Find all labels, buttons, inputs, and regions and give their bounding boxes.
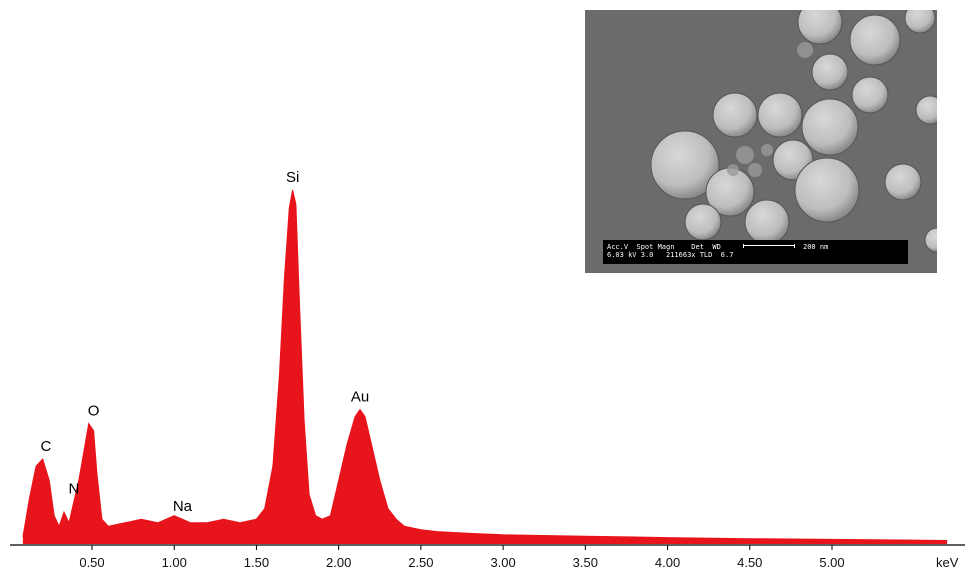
x-tick-label: 3.50 — [573, 555, 598, 570]
x-axis-ticks: 0.50 1.00 1.50 2.00 2.50 3.00 3.50 4.00 4.50 5.00 — [79, 545, 845, 570]
sem-inset-image: Acc.V Spot Magn Det WD 6.03 kV 3.0 21166… — [585, 10, 937, 273]
spectrum-line-0 — [22, 189, 948, 541]
peak-label-n: N — [68, 481, 79, 498]
peak-label-au: Au — [351, 388, 369, 405]
sem-info-line-1: Acc.V Spot Magn Det WD — [607, 243, 721, 251]
x-tick-label: 4.00 — [655, 555, 680, 570]
x-axis-unit-label: keV — [936, 555, 959, 570]
x-tick-label: 0.50 — [79, 555, 104, 570]
x-tick-label: 2.00 — [326, 555, 351, 570]
peak-label-si: Si — [286, 169, 299, 186]
x-tick-label: 1.50 — [244, 555, 269, 570]
peak-label-na: Na — [173, 498, 193, 515]
x-tick-label: 1.00 — [162, 555, 187, 570]
sem-info-line-2: 6.03 kV 3.0 211663x TLD 6.7 — [607, 251, 734, 259]
x-tick-label: 2.50 — [408, 555, 433, 570]
x-tick-label: 4.50 — [737, 555, 762, 570]
scale-bar-label: 200 nm — [803, 243, 829, 251]
sem-info-bar: Acc.V Spot Magn Det WD 6.03 kV 3.0 21166… — [603, 240, 908, 264]
peak-label-c: C — [41, 438, 52, 455]
peak-label-o: O — [88, 403, 100, 420]
sem-micrograph — [585, 10, 937, 273]
scale-bar — [743, 244, 795, 248]
agglomerate-debris — [727, 42, 813, 177]
spectrum-series — [22, 189, 948, 544]
x-tick-label: 5.00 — [819, 555, 844, 570]
x-tick-label: 3.00 — [490, 555, 515, 570]
silica-particles — [650, 10, 937, 253]
